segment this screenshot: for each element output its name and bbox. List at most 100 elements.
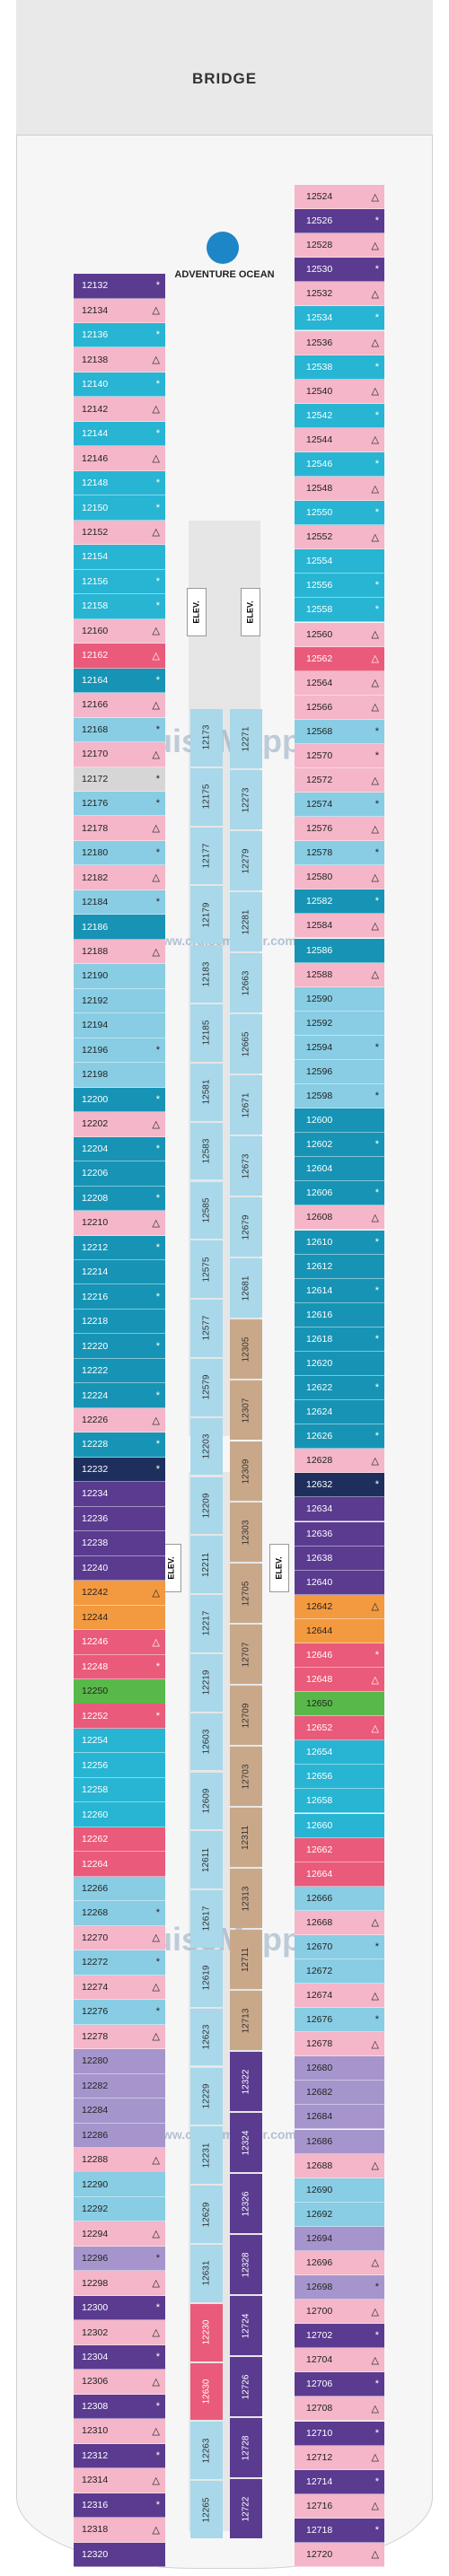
cabin-12242[interactable]: 12242△ [74, 1581, 165, 1606]
cabin-12652[interactable]: 12652△ [295, 1716, 384, 1741]
cabin-12258[interactable]: 12258 [74, 1777, 165, 1803]
cabin-12154[interactable]: 12154 [74, 545, 165, 570]
cabin-12250[interactable]: 12250 [74, 1679, 165, 1704]
cabin-12616[interactable]: 12616 [295, 1302, 384, 1327]
cabin-12590[interactable]: 12590 [295, 986, 384, 1012]
cabin-12566[interactable]: 12566△ [295, 695, 384, 720]
cabin-12229[interactable]: 12229 [190, 2067, 223, 2125]
cabin-12640[interactable]: 12640 [295, 1570, 384, 1595]
cabin-12630[interactable]: 12630 [190, 2362, 223, 2421]
cabin-12194[interactable]: 12194 [74, 1013, 165, 1038]
cabin-12294[interactable]: 12294△ [74, 2221, 165, 2247]
cabin-12160[interactable]: 12160△ [74, 618, 165, 644]
cabin-12313[interactable]: 12313 [230, 1869, 262, 1928]
cabin-12679[interactable]: 12679 [230, 1197, 262, 1257]
cabin-12138[interactable]: 12138△ [74, 347, 165, 372]
cabin-12177[interactable]: 12177 [190, 827, 223, 885]
cabin-12274[interactable]: 12274△ [74, 1975, 165, 2001]
cabin-12681[interactable]: 12681 [230, 1258, 262, 1318]
cabin-12278[interactable]: 12278△ [74, 2024, 165, 2050]
cabin-12264[interactable]: 12264 [74, 1852, 165, 1877]
cabin-12310[interactable]: 12310△ [74, 2419, 165, 2444]
cabin-12282[interactable]: 12282 [74, 2073, 165, 2098]
cabin-12623[interactable]: 12623 [190, 2008, 223, 2066]
cabin-12542[interactable]: 12542* [295, 403, 384, 428]
cabin-12280[interactable]: 12280 [74, 2049, 165, 2074]
cabin-12204[interactable]: 12204* [74, 1136, 165, 1162]
cabin-12534[interactable]: 12534* [295, 306, 384, 331]
cabin-12298[interactable]: 12298△ [74, 2271, 165, 2296]
cabin-12286[interactable]: 12286 [74, 2123, 165, 2148]
cabin-12708[interactable]: 12708△ [295, 2396, 384, 2422]
cabin-12216[interactable]: 12216* [74, 1284, 165, 1310]
cabin-12568[interactable]: 12568* [295, 719, 384, 744]
cabin-12700[interactable]: 12700△ [295, 2300, 384, 2325]
cabin-12238[interactable]: 12238 [74, 1531, 165, 1556]
cabin-12660[interactable]: 12660 [295, 1813, 384, 1838]
cabin-12718[interactable]: 12718* [295, 2518, 384, 2543]
cabin-12611[interactable]: 12611 [190, 1831, 223, 1889]
cabin-12606[interactable]: 12606* [295, 1181, 384, 1206]
cabin-12300[interactable]: 12300* [74, 2295, 165, 2321]
cabin-12273[interactable]: 12273 [230, 770, 262, 829]
cabin-12626[interactable]: 12626* [295, 1424, 384, 1450]
cabin-12176[interactable]: 12176* [74, 791, 165, 817]
cabin-12682[interactable]: 12682 [295, 2081, 384, 2106]
cabin-12244[interactable]: 12244 [74, 1605, 165, 1630]
cabin-12650[interactable]: 12650 [295, 1692, 384, 1717]
cabin-12136[interactable]: 12136* [74, 322, 165, 348]
cabin-12602[interactable]: 12602* [295, 1133, 384, 1158]
cabin-12196[interactable]: 12196* [74, 1038, 165, 1064]
cabin-12182[interactable]: 12182△ [74, 865, 165, 890]
cabin-12671[interactable]: 12671 [230, 1075, 262, 1135]
cabin-12276[interactable]: 12276* [74, 2000, 165, 2025]
cabin-12636[interactable]: 12636 [295, 1521, 384, 1546]
cabin-12220[interactable]: 12220* [74, 1334, 165, 1359]
cabin-12530[interactable]: 12530* [295, 258, 384, 283]
cabin-12612[interactable]: 12612 [295, 1254, 384, 1279]
cabin-12716[interactable]: 12716△ [295, 2493, 384, 2519]
cabin-12614[interactable]: 12614* [295, 1278, 384, 1303]
cabin-12705[interactable]: 12705 [230, 1564, 262, 1623]
cabin-12230[interactable]: 12230 [190, 2303, 223, 2361]
cabin-12720[interactable]: 12720△ [295, 2542, 384, 2567]
cabin-12728[interactable]: 12728 [230, 2418, 262, 2477]
cabin-12206[interactable]: 12206 [74, 1161, 165, 1187]
cabin-12134[interactable]: 12134△ [74, 298, 165, 323]
cabin-12588[interactable]: 12588△ [295, 962, 384, 987]
cabin-12284[interactable]: 12284 [74, 2098, 165, 2124]
cabin-12212[interactable]: 12212* [74, 1235, 165, 1260]
cabin-12586[interactable]: 12586 [295, 938, 384, 963]
cabin-12246[interactable]: 12246△ [74, 1630, 165, 1655]
cabin-12328[interactable]: 12328 [230, 2235, 262, 2294]
cabin-12222[interactable]: 12222 [74, 1358, 165, 1384]
cabin-12265[interactable]: 12265 [190, 2481, 223, 2538]
cabin-12524[interactable]: 12524△ [295, 185, 384, 210]
cabin-12132[interactable]: 12132* [74, 274, 165, 299]
cabin-12556[interactable]: 12556* [295, 574, 384, 599]
cabin-12184[interactable]: 12184* [74, 889, 165, 916]
cabin-12598[interactable]: 12598* [295, 1084, 384, 1109]
cabin-12642[interactable]: 12642△ [295, 1594, 384, 1619]
cabin-12603[interactable]: 12603 [190, 1713, 223, 1771]
cabin-12528[interactable]: 12528△ [295, 233, 384, 258]
cabin-12656[interactable]: 12656 [295, 1765, 384, 1790]
cabin-12578[interactable]: 12578* [295, 841, 384, 866]
cabin-12200[interactable]: 12200* [74, 1087, 165, 1113]
cabin-12162[interactable]: 12162△ [74, 644, 165, 669]
cabin-12724[interactable]: 12724 [230, 2296, 262, 2355]
cabin-12550[interactable]: 12550* [295, 501, 384, 526]
cabin-12248[interactable]: 12248* [74, 1654, 165, 1679]
cabin-12664[interactable]: 12664 [295, 1862, 384, 1887]
cabin-12296[interactable]: 12296* [74, 2246, 165, 2272]
cabin-12713[interactable]: 12713 [230, 1991, 262, 2050]
cabin-12156[interactable]: 12156* [74, 569, 165, 595]
cabin-12584[interactable]: 12584△ [295, 914, 384, 939]
cabin-12211[interactable]: 12211 [190, 1536, 223, 1594]
cabin-12158[interactable]: 12158* [74, 594, 165, 619]
cabin-12564[interactable]: 12564△ [295, 670, 384, 696]
cabin-12209[interactable]: 12209 [190, 1476, 223, 1535]
cabin-12202[interactable]: 12202△ [74, 1112, 165, 1137]
cabin-12172[interactable]: 12172* [74, 767, 165, 792]
cabin-12210[interactable]: 12210△ [74, 1211, 165, 1236]
